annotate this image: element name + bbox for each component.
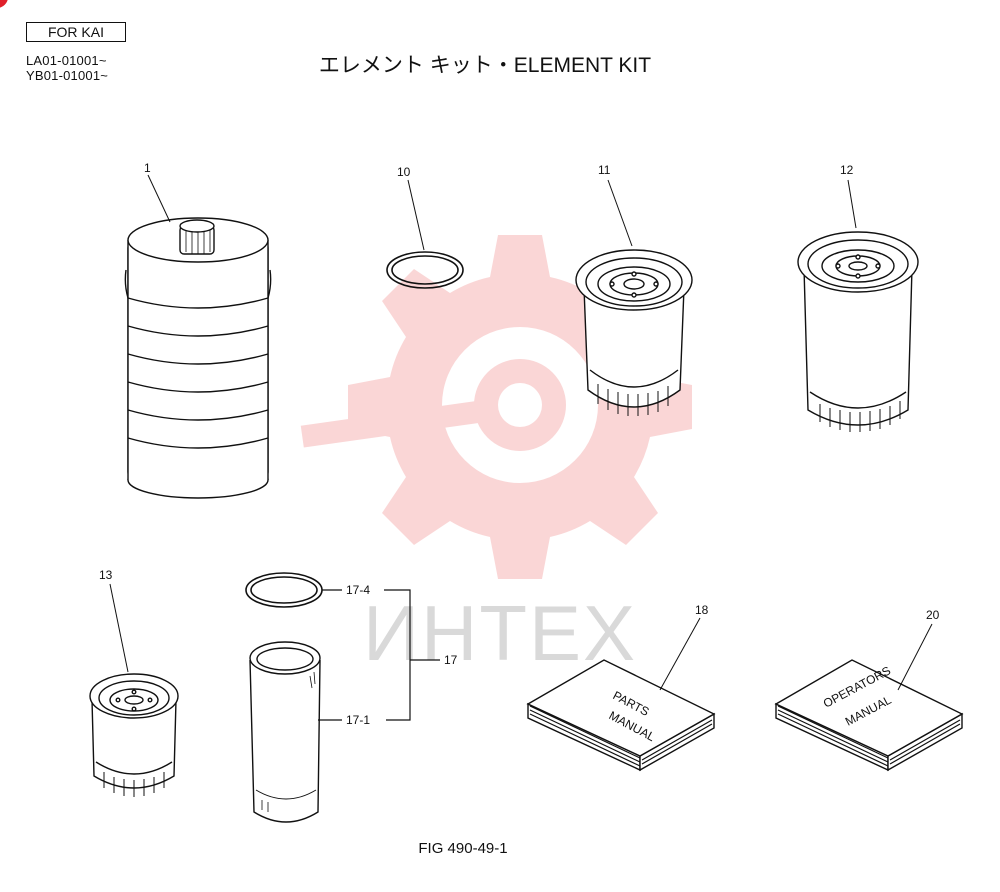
callout-17: 17 — [444, 653, 458, 667]
serial-range-2: YB01-01001~ — [26, 68, 109, 83]
part-17-4-o-ring — [245, 572, 323, 608]
callout-17-4: 17-4 — [346, 583, 370, 597]
model-badge: FOR KAI — [26, 22, 126, 42]
callout-1: 1 — [144, 161, 151, 175]
callout-13: 13 — [99, 568, 113, 582]
part-11-oil-filter-cartridge — [575, 249, 693, 416]
part-13-oil-filter-cartridge — [89, 673, 179, 797]
part-12-oil-filter-cartridge — [797, 231, 919, 432]
page-title: エレメント キット・ELEMENT KIT — [318, 54, 652, 77]
part-1-fuel-filter-element — [124, 217, 272, 499]
corner-mark — [0, 0, 8, 8]
callout-20: 20 — [926, 608, 940, 622]
part-10-o-ring — [386, 251, 464, 289]
callout-17-1: 17-1 — [346, 713, 370, 727]
callout-18: 18 — [695, 603, 709, 617]
serial-range-1: LA01-01001~ — [26, 53, 107, 68]
callout-10: 10 — [397, 165, 411, 179]
part-18-parts-manual — [526, 659, 716, 772]
part-17-1-cylindrical-filter-element — [249, 641, 321, 823]
watermark-text: ИНТЕХ — [363, 589, 637, 677]
callout-12: 12 — [840, 163, 854, 177]
assembly-bracket-17 — [318, 589, 440, 721]
callout-11: 11 — [598, 163, 611, 177]
figure-caption: FIG 490-49-1 — [418, 840, 508, 857]
part-20-operators-manual — [774, 659, 964, 772]
